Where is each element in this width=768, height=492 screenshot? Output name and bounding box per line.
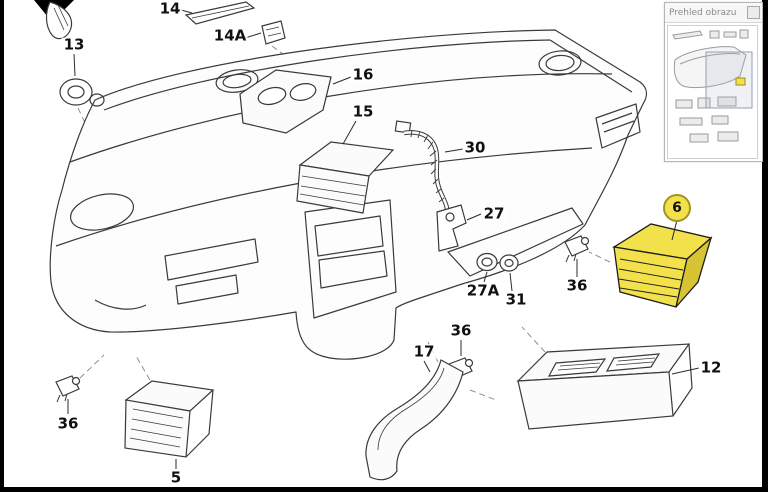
part-36-sensor-left[interactable] [55,375,81,403]
part-6-side-face[interactable] [675,236,713,308]
part-label-36-left[interactable]: 36 [55,414,81,433]
part-label-6-highlighted[interactable]: 6 [663,194,691,222]
part-5-vent[interactable] [124,380,215,458]
part-label-30[interactable]: 30 [462,138,488,157]
part-label-15[interactable]: 15 [350,102,376,121]
overview-thumbnail-image[interactable] [667,25,758,159]
part-27a-ring[interactable] [476,252,498,272]
part-16-housing[interactable] [239,69,332,134]
overview-panel: Prehled obrazu [664,2,763,162]
part-12-vent-assembly[interactable] [516,343,693,430]
part-label-27a[interactable]: 27A [464,281,502,300]
panel-collapse-button[interactable] [747,6,760,19]
part-label-5[interactable]: 5 [168,468,184,487]
overview-thumbnail[interactable] [665,23,762,161]
part-label-31[interactable]: 31 [503,290,529,309]
part-13-trim[interactable] [45,1,93,106]
overview-panel-header: Prehled obrazu [665,3,762,23]
part-label-36-middle[interactable]: 36 [448,321,474,340]
thumbnail-highlighted-part [735,77,746,86]
part-31-ring[interactable] [499,254,519,272]
part-label-14[interactable]: 14 [157,0,183,18]
part-15-vent[interactable] [296,141,395,214]
overview-panel-title: Prehled obrazu [669,7,737,18]
part-6-vent[interactable] [612,223,713,308]
part-30-hose[interactable] [394,120,450,214]
part-label-14a[interactable]: 14A [211,26,249,45]
part-label-17[interactable]: 17 [411,342,437,361]
part-label-13[interactable]: 13 [61,35,87,54]
part-14a-clip[interactable] [261,20,286,45]
part-label-27[interactable]: 27 [481,204,507,223]
part-36-sensor-right[interactable] [564,235,590,263]
part-27-bracket[interactable] [436,204,467,252]
thumbnail-parts [672,29,749,143]
part-label-36-right[interactable]: 36 [564,276,590,295]
part-14-strip[interactable] [184,1,256,25]
part-label-12[interactable]: 12 [698,358,724,377]
part-label-16[interactable]: 16 [350,65,376,84]
part-17-duct[interactable] [365,359,464,481]
